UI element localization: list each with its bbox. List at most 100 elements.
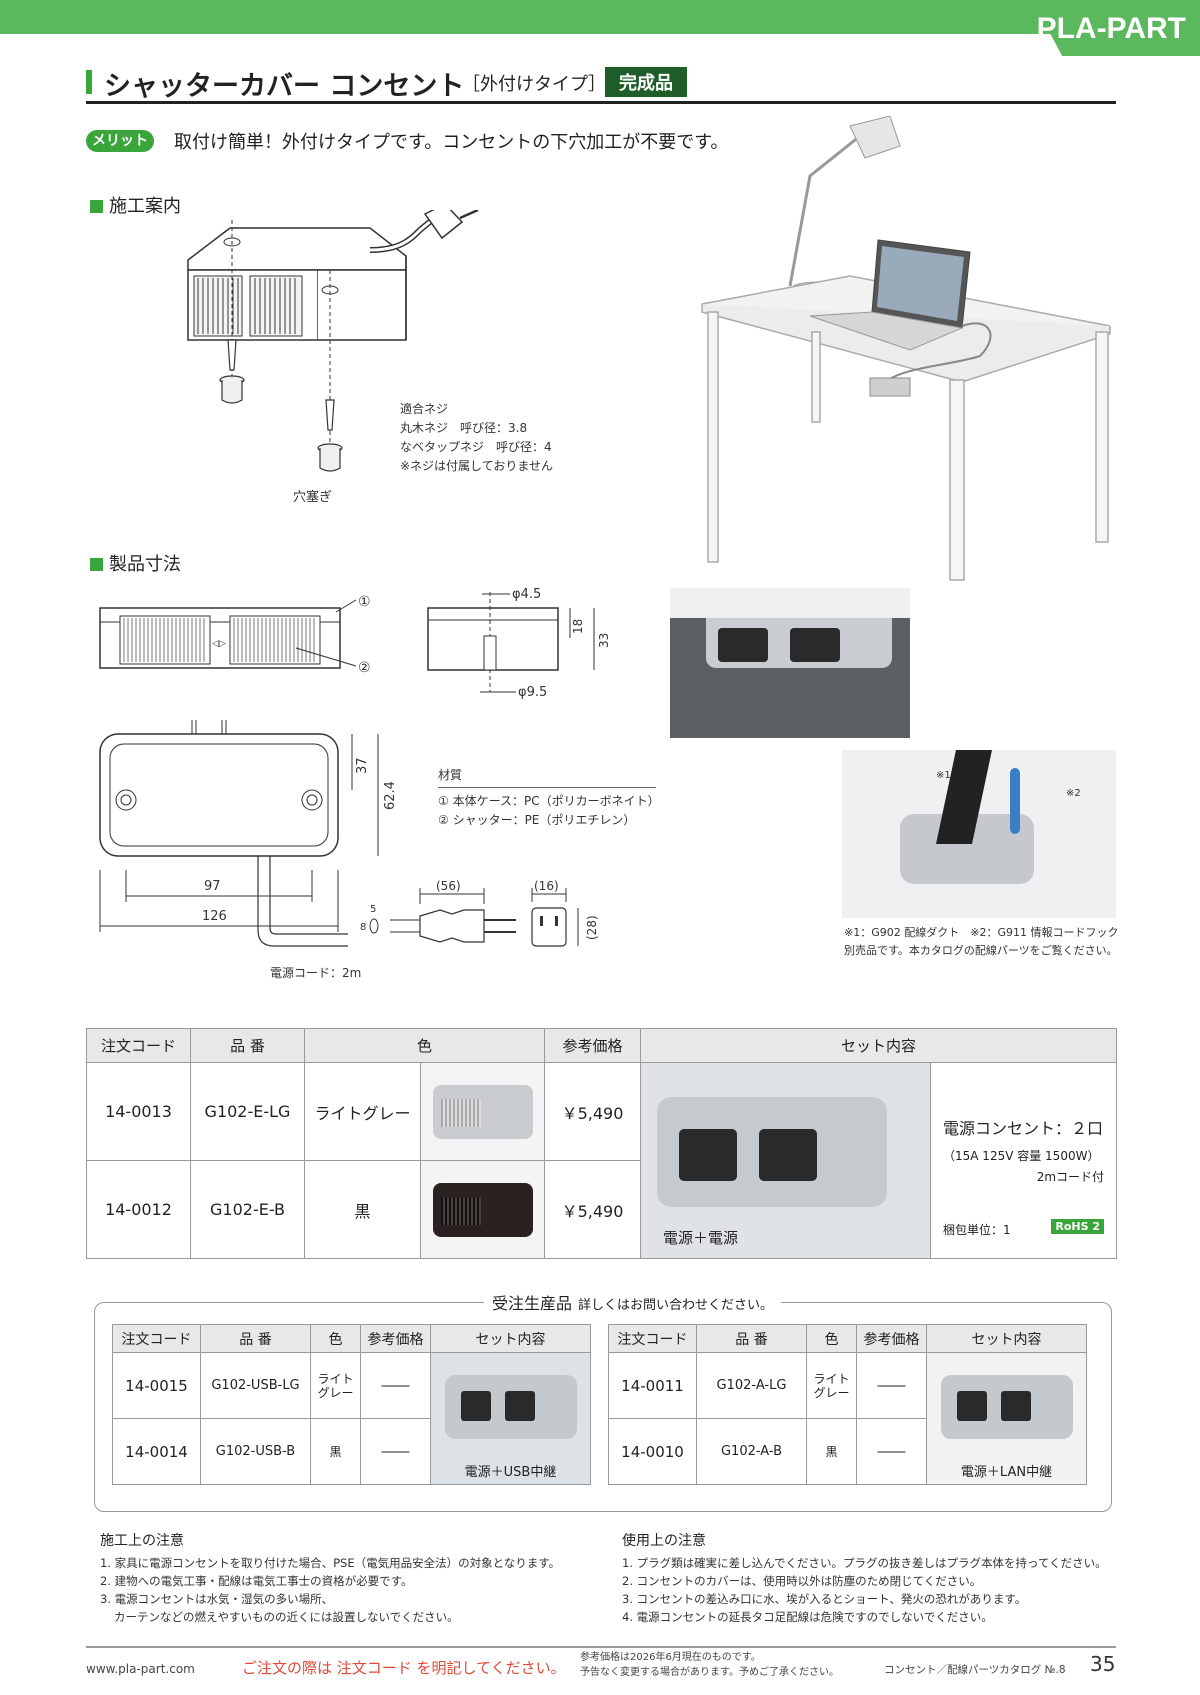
list-item: 1. 家具に電源コンセントを取り付けた場合、PSE（電気用品安全法）の対象となり… (100, 1556, 561, 1570)
page-number: 35 (1090, 1652, 1116, 1676)
hole-plug-label: 穴塞ぎ (293, 490, 333, 505)
dim-phi-9-5: φ9.5 (518, 685, 547, 700)
product-table: 注文コード 品 番 色 参考価格 セット内容 14-0013 G102-E-LG… (86, 1028, 1118, 1259)
order-production-heading: 受注生産品 (492, 1294, 573, 1313)
color-name: 黒 (806, 1418, 857, 1485)
section-install-label: 施工案内 (109, 196, 181, 217)
price-note-line: 参考価格は2026年6月現在のものです。 (580, 1652, 761, 1663)
price: ―― (360, 1418, 431, 1485)
product-thumb-black (419, 1160, 546, 1259)
order-table-lan: 注文コード 品 番 色 参考価格 セット内容 14-0011 G102-A-LG… (608, 1324, 1087, 1485)
brand-tab (1032, 0, 1200, 56)
col-part-number: 品 番 (190, 1028, 305, 1063)
list-item: 3. コンセントの差込み口に水、埃が入るとショート、発火の恐れがあります。 (622, 1592, 1027, 1606)
material-item: ① 本体ケース：PC（ポリカーボネイト） (438, 794, 660, 808)
use-caution-head: 使用上の注意 (622, 1533, 706, 1549)
cord-label: 電源コード：2m (270, 966, 362, 980)
col-order-code: 注文コード (86, 1028, 191, 1063)
screw-note-line: ※ネジは付属しておりません (400, 459, 553, 473)
table-row: 14-0015 G102-USB-LG ライト グレー ―― 電源＋USB中継 (112, 1352, 591, 1485)
col-set-contents: セット内容 (430, 1324, 591, 1353)
pack-unit: 梱包単位：1 (943, 1223, 1011, 1237)
screw-note-line: 丸木ネジ 呼び径：3.8 (400, 421, 528, 435)
table-header-row: 注文コード 品 番 色 参考価格 セット内容 (86, 1028, 1118, 1063)
part-number: G102-E-LG (190, 1062, 305, 1161)
list-item: 2. 建物への電気工事・配線は電気工事士の資格が必要です。 (100, 1574, 413, 1588)
section-square-icon (90, 558, 103, 571)
price: ―― (360, 1352, 431, 1419)
dim-126: 126 (202, 909, 227, 924)
footer-notice: ご注文の際は 注文コード を明記してください。 (242, 1659, 566, 1677)
list-item: 3. 電源コンセントは水気・湿気の多い場所、 (100, 1592, 334, 1606)
col-price: 参考価格 (856, 1324, 927, 1353)
section-square-icon (90, 200, 103, 213)
install-caution-head: 施工上の注意 (100, 1533, 184, 1549)
spec-outlets: 電源コンセント：２口 (943, 1119, 1104, 1138)
col-set-contents: セット内容 (640, 1028, 1118, 1063)
installed-photo (670, 588, 910, 738)
material-box: 材質 ① 本体ケース：PC（ポリカーボネイト） ② シャッター：PE（ポリエチレ… (438, 766, 660, 830)
color-name: ライト グレー (806, 1352, 857, 1419)
table-header-row: 注文コード 品 番 色 参考価格 セット内容 (112, 1324, 591, 1353)
merit-text: 取付け簡単！外付けタイプです。コンセントの下穴加工が不要です。 (174, 132, 729, 153)
col-order-code: 注文コード (112, 1324, 201, 1353)
part-number: G102-E-B (190, 1160, 305, 1259)
screw-note-line: なベタップネジ 呼び径：4 (400, 440, 552, 454)
set-caption: 電源＋電源 (663, 1229, 739, 1247)
dim-97: 97 (204, 879, 221, 894)
part-number: G102-A-LG (696, 1352, 807, 1419)
price: ￥5,490 (544, 1160, 642, 1259)
footer-url[interactable]: www.pla-part.com (86, 1662, 195, 1676)
desk-illustration (701, 116, 1111, 581)
material-head: 材質 (438, 766, 656, 788)
order-code: 14-0015 (112, 1352, 201, 1419)
page-subtitle: ［外付けタイプ］ (462, 74, 606, 95)
color-name: ライト グレー (310, 1352, 361, 1419)
set-photo: 電源＋電源 (640, 1062, 932, 1259)
order-table-usb: 注文コード 品 番 色 参考価格 セット内容 14-0015 G102-USB-… (112, 1324, 591, 1485)
col-color: 色 (806, 1324, 857, 1353)
dim-37: 37 (355, 757, 370, 774)
col-part-number: 品 番 (696, 1324, 807, 1353)
col-price: 参考価格 (360, 1324, 431, 1353)
photo-note: ※1：G902 配線ダクト ※2：G911 情報コードフック 別売品です。本カタ… (844, 924, 1118, 960)
table-header-row: 注文コード 品 番 色 参考価格 セット内容 (608, 1324, 1087, 1353)
table-row: 14-0011 G102-A-LG ライト グレー ―― 電源＋LAN中継 (608, 1352, 1087, 1485)
footer-price-note: 参考価格は2026年6月現在のものです。 予告なく変更する場合があります。予めご… (580, 1650, 839, 1680)
page-title: シャッターカバー コンセント (104, 71, 465, 102)
part-number: G102-A-B (696, 1418, 807, 1485)
table-row: 14-0010 G102-A-B 黒 ―― (608, 1418, 1087, 1485)
screw-note: 適合ネジ 丸木ネジ 呼び径：3.8 なベタップネジ 呼び径：4 ※ネジは付属して… (400, 400, 553, 476)
photo-mark-1: ※1 (936, 770, 951, 781)
dim-28: (28) (585, 915, 599, 940)
set-caption: 電源＋LAN中継 (960, 1465, 1053, 1480)
finished-product-badge: 完成品 (605, 67, 687, 97)
table-row: 14-0013 G102-E-LG ライトグレー ￥5,490 電源＋電源 電源… (86, 1062, 1118, 1259)
section-dimensions: 製品寸法 (90, 550, 181, 576)
col-order-code: 注文コード (608, 1324, 697, 1353)
order-code: 14-0010 (608, 1418, 697, 1485)
spec-rating: （15A 125V 容量 1500W） (943, 1149, 1100, 1163)
set-caption: 電源＋USB中継 (464, 1465, 557, 1480)
price: ―― (856, 1352, 927, 1419)
front-view-drawing: ◁▷ ① ② (99, 594, 371, 676)
rohs-badge: RoHS 2 (1051, 1219, 1105, 1234)
footer-catalog: コンセント／配線パーツカタログ №.8 (884, 1664, 1066, 1676)
use-caution-list: 1. プラグ類は確実に差し込んでください。プラグの抜き差しはプラグ本体を持ってく… (622, 1554, 1116, 1626)
footer-divider (86, 1646, 1116, 1648)
dim-cord-8: 8 (360, 922, 366, 933)
side-view-drawing: φ4.5 φ9.5 18 33 (427, 587, 611, 700)
merit-label: メリット (86, 130, 154, 152)
part-number: G102-USB-LG (200, 1352, 311, 1419)
price-note-line: 予告なく変更する場合があります。予めご了承ください。 (580, 1667, 839, 1678)
title-accent (86, 70, 92, 94)
set-specs: 電源コンセント：２口 （15A 125V 容量 1500W） 2mコード付 梱包… (930, 1062, 1118, 1259)
dim-16: (16) (534, 880, 559, 893)
table-row: 14-0012 G102-E-B 黒 ￥5,490 (86, 1160, 1117, 1259)
col-color: 色 (303, 1028, 546, 1063)
photo-note-line: 別売品です。本カタログの配線パーツをご覧ください。 (844, 944, 1118, 957)
duct-photo: ※1 ※2 (842, 750, 1116, 918)
color-name: 黒 (310, 1418, 361, 1485)
dim-cord-5: 5 (370, 904, 376, 915)
screw-note-line: 適合ネジ (400, 402, 449, 416)
